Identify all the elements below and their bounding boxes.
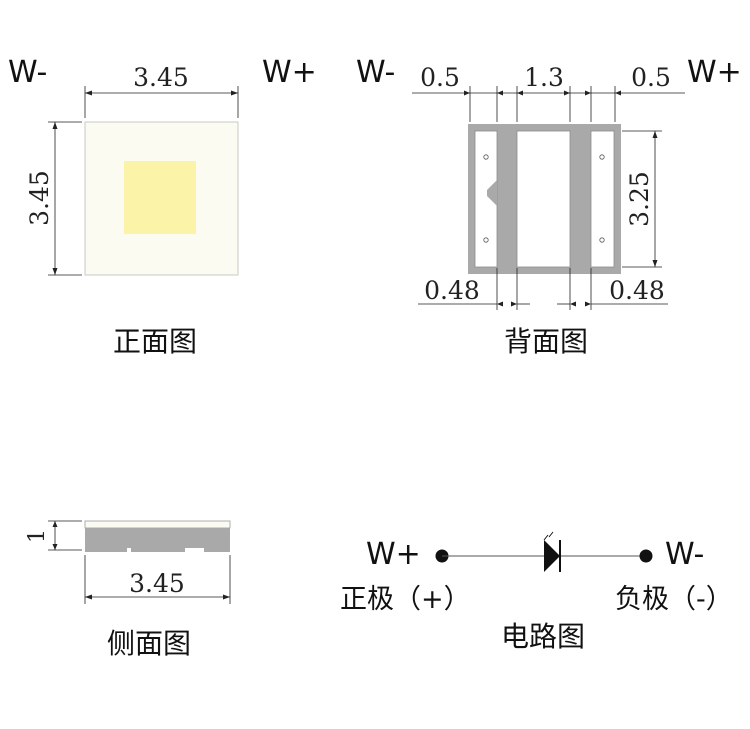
back-pad-right <box>590 130 615 268</box>
side-caption: 侧面图 <box>107 627 191 660</box>
back-bottom-dim-left: 0.48 <box>424 276 480 305</box>
circuit-diagram: W+ W- 正极（+） 负极（-） 电路图 <box>340 531 733 653</box>
back-top-dim-right: 0.5 <box>631 63 671 92</box>
side-pad-left <box>85 548 127 552</box>
back-via-4 <box>599 237 605 243</box>
circuit-left-polarity: 正极（+） <box>340 584 471 615</box>
back-caption: 背面图 <box>504 325 588 358</box>
diode-symbol-icon <box>544 540 560 572</box>
circuit-left-terminal: W+ <box>366 537 421 572</box>
side-substrate <box>85 528 230 548</box>
back-via-2 <box>483 237 489 243</box>
circuit-caption: 电路图 <box>501 620 585 653</box>
front-emitter-area <box>124 161 196 234</box>
front-view: W- W+ 3.45 3.45 正面图 <box>8 55 317 358</box>
back-top-dim-left: 0.5 <box>420 63 460 92</box>
front-pin-right-label: W+ <box>262 55 317 90</box>
diode-emission-marks <box>543 531 554 541</box>
back-height-dimension <box>622 130 662 268</box>
front-height-dim: 3.45 <box>25 170 54 226</box>
back-bottom-dimensions <box>418 268 668 310</box>
front-width-dim: 3.45 <box>133 63 189 92</box>
circuit-right-terminal: W- <box>665 537 704 572</box>
side-view: 1 3.45 侧面图 <box>25 520 231 660</box>
front-package-body <box>84 121 239 276</box>
side-lens-layer <box>84 520 231 529</box>
back-top-dim-center: 1.3 <box>524 63 564 92</box>
front-caption: 正面图 <box>113 325 197 358</box>
back-polarity-notch <box>487 180 497 206</box>
side-pad-center <box>131 548 185 552</box>
back-via-3 <box>599 154 605 160</box>
back-thermal-pad <box>516 130 571 268</box>
side-height-dim: 1 <box>25 529 50 543</box>
back-height-dim: 3.25 <box>625 171 654 227</box>
back-via-1 <box>483 154 489 160</box>
circuit-right-polarity: 负极（-） <box>615 584 733 615</box>
front-pin-left-label: W- <box>8 55 47 90</box>
side-pad-right <box>204 548 230 552</box>
back-view: W- W+ 0.5 1.3 0.5 <box>356 55 742 358</box>
back-bottom-dim-right: 0.48 <box>609 276 665 305</box>
back-pin-left-label: W- <box>356 55 395 90</box>
circuit-node-right <box>639 549 653 563</box>
side-width-dim: 3.45 <box>129 569 185 598</box>
back-top-dimensions <box>412 86 685 122</box>
back-pin-right-label: W+ <box>687 55 742 90</box>
